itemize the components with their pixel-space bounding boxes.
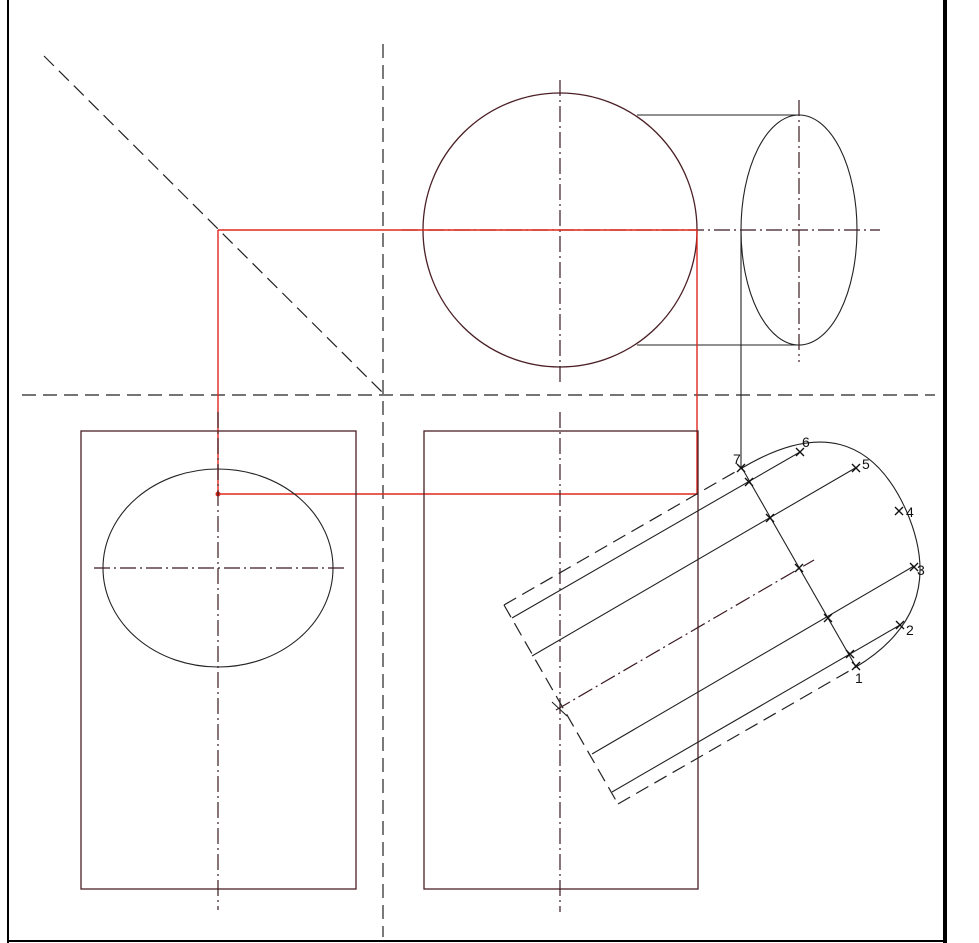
aux-point-markers xyxy=(736,447,919,671)
red-projection-lines xyxy=(215,229,698,497)
point-label-4: 4 xyxy=(906,504,914,520)
front-view-rectangle xyxy=(423,430,699,890)
aux-left-end-dash xyxy=(503,604,619,805)
aux-cross-mark-a xyxy=(551,701,568,717)
top-view xyxy=(422,80,698,382)
side-view xyxy=(637,100,858,468)
aux-generator-line-5 xyxy=(531,466,858,657)
aux-centerline xyxy=(555,559,815,711)
aux-long-dash-top xyxy=(503,467,743,606)
aux-semicircle-arc xyxy=(741,441,921,668)
aux-generator-line-2 xyxy=(591,565,915,755)
point-label-6: 6 xyxy=(802,434,810,450)
point-label-1: 1 xyxy=(855,670,863,686)
red-projection-rectangle xyxy=(217,229,698,495)
aux-generator-line-6 xyxy=(511,451,801,619)
point-label-3: 3 xyxy=(917,562,925,578)
aux-long-dash-bottom xyxy=(617,666,857,805)
diagonal-miter-line xyxy=(43,55,384,394)
sheet-frame xyxy=(7,0,947,943)
point-label-7: 7 xyxy=(733,451,741,467)
point-label-2: 2 xyxy=(906,622,914,638)
aux-generator-line-1 xyxy=(611,624,901,793)
point-label-5: 5 xyxy=(862,456,870,472)
front-view xyxy=(423,412,699,912)
auxiliary-view: 1 2 3 4 5 6 7 xyxy=(503,434,925,805)
left-view xyxy=(80,412,357,910)
